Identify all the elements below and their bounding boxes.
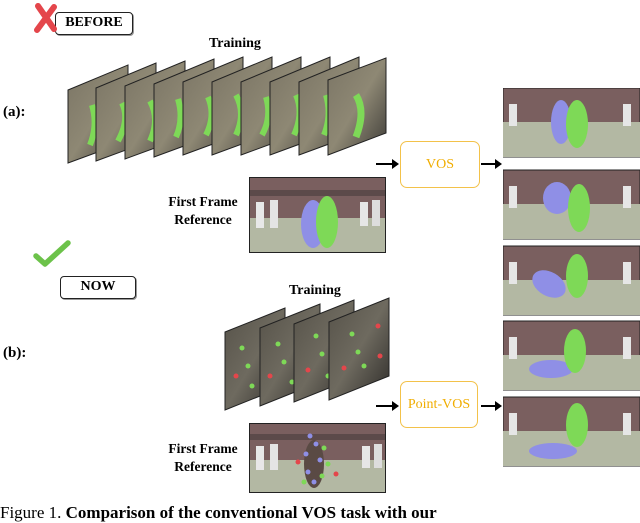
vos-label: VOS	[425, 157, 454, 172]
panel-b-reference-frame	[249, 423, 386, 493]
training-frame-stack	[67, 56, 387, 164]
before-tag: BEFORE	[55, 12, 133, 35]
output-frame-2	[503, 169, 640, 240]
output-frame-1	[503, 88, 640, 158]
panel-a-reference-frame	[249, 177, 386, 253]
point-vos-box: Point-VOS	[400, 381, 478, 428]
before-label: BEFORE	[65, 15, 123, 30]
panel-b-reference-label: First Frame Reference	[160, 440, 246, 476]
caption-prefix: Figure 1.	[0, 503, 62, 522]
output-frame-3	[503, 245, 640, 316]
panel-a-label: (a):	[3, 104, 26, 120]
panel-a-training-frames	[67, 56, 387, 164]
panel-a-reference-label: First Frame Reference	[160, 193, 246, 229]
output-frame-4	[503, 320, 640, 391]
panel-b-input-arrow	[376, 401, 399, 411]
panel-a-input-arrow	[376, 159, 399, 169]
panel-a-training-title: Training	[209, 36, 261, 51]
cross-icon	[34, 3, 57, 33]
output-frames	[503, 88, 640, 467]
vos-box: VOS	[400, 141, 480, 188]
panel-a-ref-line2: Reference	[174, 212, 232, 227]
point-vos-label: Point-VOS	[407, 397, 471, 412]
panel-b-output-arrow	[481, 401, 502, 411]
check-icon	[33, 240, 71, 267]
now-tag: NOW	[60, 276, 136, 299]
panel-a-ref-line1: First Frame	[168, 194, 238, 209]
panel-a-output-arrow	[481, 159, 502, 169]
point-frame-stack	[224, 297, 390, 411]
panel-b-training-frames	[224, 297, 390, 411]
now-label: NOW	[80, 279, 116, 294]
panel-b-ref-line1: First Frame	[168, 441, 238, 456]
caption-bold: Comparison of the conventional VOS task …	[65, 503, 437, 522]
panel-b-training-title: Training	[289, 283, 341, 298]
panel-b-label: (b):	[3, 345, 27, 361]
figure-caption: Figure 1. Comparison of the conventional…	[0, 503, 437, 523]
output-frame-5	[503, 396, 640, 467]
panel-b-ref-line2: Reference	[174, 459, 232, 474]
